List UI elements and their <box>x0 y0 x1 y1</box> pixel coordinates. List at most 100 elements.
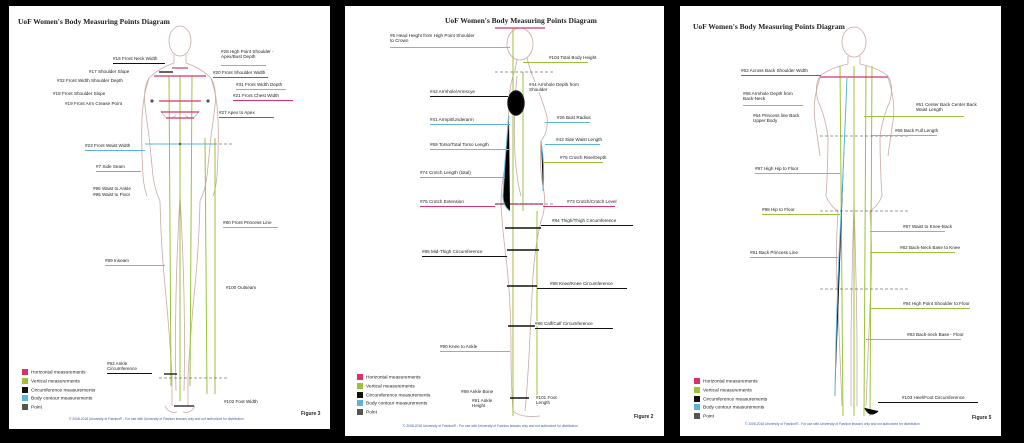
label-32: #32 Front Width Shoulder Depth <box>57 78 123 84</box>
leader-90 <box>440 351 510 352</box>
legend-horizontal: Horizontal measurements <box>357 374 430 383</box>
leader-66 <box>872 135 937 136</box>
leader-76 <box>420 206 495 207</box>
swatch-vertical <box>22 377 28 384</box>
label-31: #31 Front Width Depth <box>236 82 283 88</box>
label-7: #7 Side Seam <box>96 164 125 170</box>
label-84: #84 Thigh/Thigh Circumference <box>552 218 617 224</box>
label-96: #96 Waist to Floor <box>93 192 131 198</box>
legend-vertical: Vertical measurements <box>694 386 767 396</box>
swatch-horizontal <box>694 378 700 384</box>
legend: Horizontal measurements Vertical measure… <box>694 378 767 422</box>
swatch-vertical <box>694 386 700 393</box>
label-20: #20 Front Shoulder Width <box>213 70 266 76</box>
label-68: #68 Armhole Depth from Back-Neck <box>743 91 793 102</box>
legend-vertical: Vertical measurements <box>22 377 95 387</box>
figure-number: Figure 3 <box>301 411 321 417</box>
leader-88 <box>537 288 627 289</box>
swatch-horizontal <box>357 374 363 380</box>
figure-front-panel: UoF Women's Body Measuring Points Diagra… <box>9 6 330 429</box>
leader-21 <box>233 100 293 101</box>
label-101: #101 Foot Length <box>536 395 564 406</box>
label-76: #76 Crotch Extension <box>420 199 464 205</box>
swatch-horizontal <box>22 369 28 375</box>
swatch-vertical <box>357 382 363 389</box>
label-26: #26 Bust Radius <box>557 115 591 121</box>
swatch-point <box>22 404 28 411</box>
label-66: #66 Back Full Length <box>895 128 939 134</box>
leader-28 <box>221 65 266 66</box>
legend-contour: Body contour measurements <box>694 404 767 413</box>
swatch-contour <box>22 395 28 402</box>
label-87: #87 Waist to Knee-Back <box>903 224 953 230</box>
diagram-title: UoF Women's Body Measuring Points Diagra… <box>18 17 170 26</box>
side-body-drawing <box>495 27 555 417</box>
legend-contour: Body contour measurements <box>357 400 430 409</box>
label-43: #43 Side Waist Length <box>556 137 603 143</box>
leader-85 <box>422 256 507 257</box>
leader-94 <box>870 308 970 309</box>
label-19: #19 Front Arm Crease Point <box>65 101 122 107</box>
leader-62 <box>741 75 821 76</box>
label-62: #62 Across Back Shoulder Width <box>741 68 808 74</box>
label-103: #103 Heel/Foot Circumference <box>902 395 965 401</box>
swatch-circumference <box>22 386 28 393</box>
label-86: #86 Calf/Calf Circumference <box>535 321 593 327</box>
diagram-title: UoF Women's Body Measuring Points Diagra… <box>693 22 845 31</box>
legend: Horizontal measurements Vertical measure… <box>22 369 95 413</box>
leader-31 <box>236 89 286 90</box>
leader-104 <box>523 62 588 63</box>
swatch-contour <box>357 400 363 407</box>
leader-74 <box>420 177 505 178</box>
legend-circumference: Circumference measurements <box>694 395 767 405</box>
label-99: #99 Inseam <box>105 258 130 264</box>
label-95: #95 Waist to Ankle <box>93 186 131 192</box>
label-23: #23 Front Waist Width <box>85 143 131 149</box>
leader-83 <box>866 339 961 340</box>
leader-99 <box>105 265 165 266</box>
figure-back-panel: UoF Women's Body Measuring Points Diagra… <box>680 6 1001 436</box>
leader-97 <box>755 173 840 174</box>
leader-92 <box>107 373 152 374</box>
leader-41 <box>430 124 510 125</box>
legend: Horizontal measurements Vertical measure… <box>357 374 430 418</box>
legend-vertical: Vertical measurements <box>357 382 430 392</box>
label-104: #104 Total Body Height <box>549 55 597 61</box>
label-61: #61 Center Back Center Back Waist Length <box>916 102 978 113</box>
label-74: #74 Crotch Length (total) <box>420 170 471 176</box>
figure-number: Figure 2 <box>634 414 654 420</box>
label-90: #90 Knee to Ankle <box>440 344 478 350</box>
legend-circumference: Circumference measurements <box>22 386 95 396</box>
leader-75 <box>543 162 603 163</box>
label-100: #100 Outseam <box>226 285 257 291</box>
legend-point: Point <box>694 413 767 422</box>
label-82: #82 Back-Neck Base to Knee <box>900 245 961 251</box>
leader-5 <box>390 47 510 48</box>
swatch-contour <box>694 404 700 411</box>
label-81: #81 Back Princess Line <box>750 250 799 256</box>
legend-horizontal: Horizontal measurements <box>22 369 95 378</box>
leader-80 <box>223 227 278 228</box>
leader-20 <box>213 77 268 78</box>
label-92: #92 Ankle Circumference <box>107 361 149 372</box>
label-28: #28 High Point Shoulder - Apex/Bust Dept… <box>221 49 291 60</box>
back-body-drawing <box>813 26 910 417</box>
swatch-circumference <box>357 391 363 398</box>
label-73: #73 Crotch/Crotch Level <box>567 199 617 205</box>
label-17: #17 Shoulder Slope <box>89 69 130 75</box>
leader-81 <box>750 257 838 258</box>
leader-43 <box>545 144 600 145</box>
leader-27 <box>219 117 274 118</box>
front-body-drawing <box>141 25 234 413</box>
leader-87 <box>870 231 945 232</box>
label-15: #15 Front Neck Width <box>113 56 158 62</box>
label-21: #21 Front Chest Width <box>233 93 279 99</box>
label-5: #5 Head Height from High Point Shoulder … <box>390 33 475 44</box>
leader-82 <box>870 252 955 253</box>
leader-103 <box>878 402 978 403</box>
label-102: #102 Foot Width <box>224 399 258 405</box>
swatch-point <box>694 413 700 420</box>
swatch-point <box>357 409 363 416</box>
leader-73 <box>543 206 615 207</box>
label-64: #64 Princess line Back Upper Body <box>753 113 801 124</box>
